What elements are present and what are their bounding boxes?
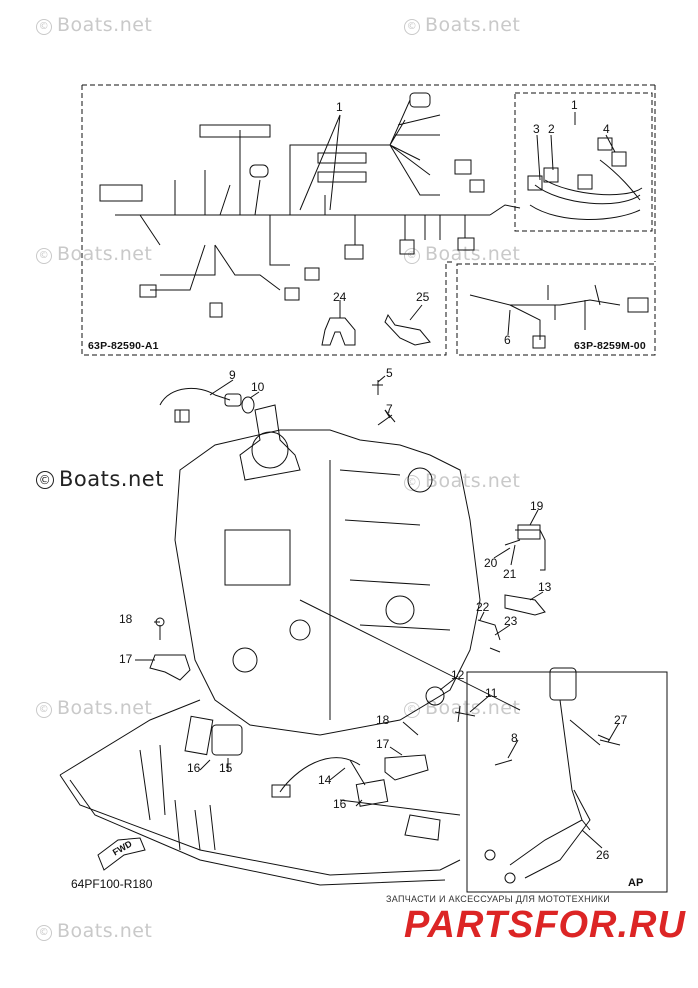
callout-3: 3 [533, 122, 540, 136]
watermark: ©Boats.net [404, 14, 520, 36]
callout-18-left: 18 [119, 612, 133, 626]
callout-16-left: 16 [187, 761, 201, 775]
cable-26 [509, 699, 591, 879]
part-15 [211, 724, 243, 756]
callout-11: 11 [485, 686, 498, 700]
sensor-11 [454, 705, 476, 723]
callout-4: 4 [603, 122, 610, 136]
ad-logo: PARTSFOR.RU [404, 904, 686, 946]
callout-16-right: 16 [333, 797, 347, 811]
callout-6: 6 [504, 333, 511, 347]
callout-23: 23 [504, 614, 518, 628]
callout-19: 19 [530, 499, 544, 513]
ad-tagline: ЗАПЧАСТИ И АКСЕССУАРЫ ДЛЯ МОТОТЕХНИКИ [386, 894, 611, 904]
callout-17-right: 17 [376, 737, 390, 751]
wire-harness-main [115, 165, 521, 291]
callout-8: 8 [511, 731, 518, 745]
callout-15: 15 [219, 761, 233, 775]
watermark: ©Boats.net [36, 243, 152, 265]
rubber-16-left [184, 715, 214, 756]
cable-boot-26 [549, 667, 577, 701]
fwd-arrow [97, 837, 146, 871]
callout-24: 24 [333, 290, 347, 304]
callout-17-left: 17 [119, 652, 133, 666]
harness-box-sub [456, 263, 656, 356]
lower-cowling [59, 699, 461, 886]
callout-1: 1 [336, 100, 343, 114]
harness-code-sub: 63P-8259M-00 [574, 340, 646, 352]
watermark: ©Boats.net [36, 697, 152, 719]
grommet-12 [425, 686, 445, 706]
figure-code: 64PF100-R180 [71, 877, 153, 891]
callout-27: 27 [614, 713, 628, 727]
callout-25: 25 [416, 290, 430, 304]
watermark: ©Boats.net [404, 697, 520, 719]
callout-21: 21 [503, 567, 517, 581]
callout-10: 10 [251, 380, 265, 394]
clamp-25 [384, 313, 431, 346]
callout-13: 13 [538, 580, 552, 594]
bolt-8 [494, 759, 513, 766]
ap-label: AP [628, 877, 644, 889]
bracket-17-right [384, 754, 429, 781]
callout-2: 2 [548, 122, 555, 136]
bolt-5 [372, 380, 383, 395]
callout-18-right: 18 [376, 713, 390, 727]
callout-14: 14 [318, 773, 332, 787]
sensor-19 [504, 529, 546, 571]
watermark: ©Boats.net [404, 470, 520, 492]
washer-10 [241, 396, 255, 414]
bracket-17-left [149, 654, 191, 681]
sensor-9 [159, 387, 231, 422]
callout-7: 7 [386, 402, 393, 416]
watermark: ©Boats.net [36, 920, 152, 942]
callout-5: 5 [386, 366, 393, 380]
main-watermark: ©Boats.net [36, 467, 164, 491]
watermark: ©Boats.net [36, 14, 152, 36]
engine-block [174, 429, 481, 736]
connector-block [199, 124, 271, 138]
callout-12: 12 [451, 668, 465, 682]
sensor-13 [504, 594, 546, 616]
clamp-24 [321, 317, 356, 346]
callout-20: 20 [484, 556, 498, 570]
watermark: ©Boats.net [404, 243, 520, 265]
callout-22: 22 [476, 600, 490, 614]
callout-1-inset: 1 [571, 98, 578, 112]
ap-box [466, 671, 668, 893]
bolt-27 [599, 739, 621, 746]
callout-26: 26 [596, 848, 610, 862]
harness-code-main: 63P-82590-A1 [88, 340, 159, 352]
harness-box-inset [514, 92, 653, 232]
callout-9: 9 [229, 368, 236, 382]
